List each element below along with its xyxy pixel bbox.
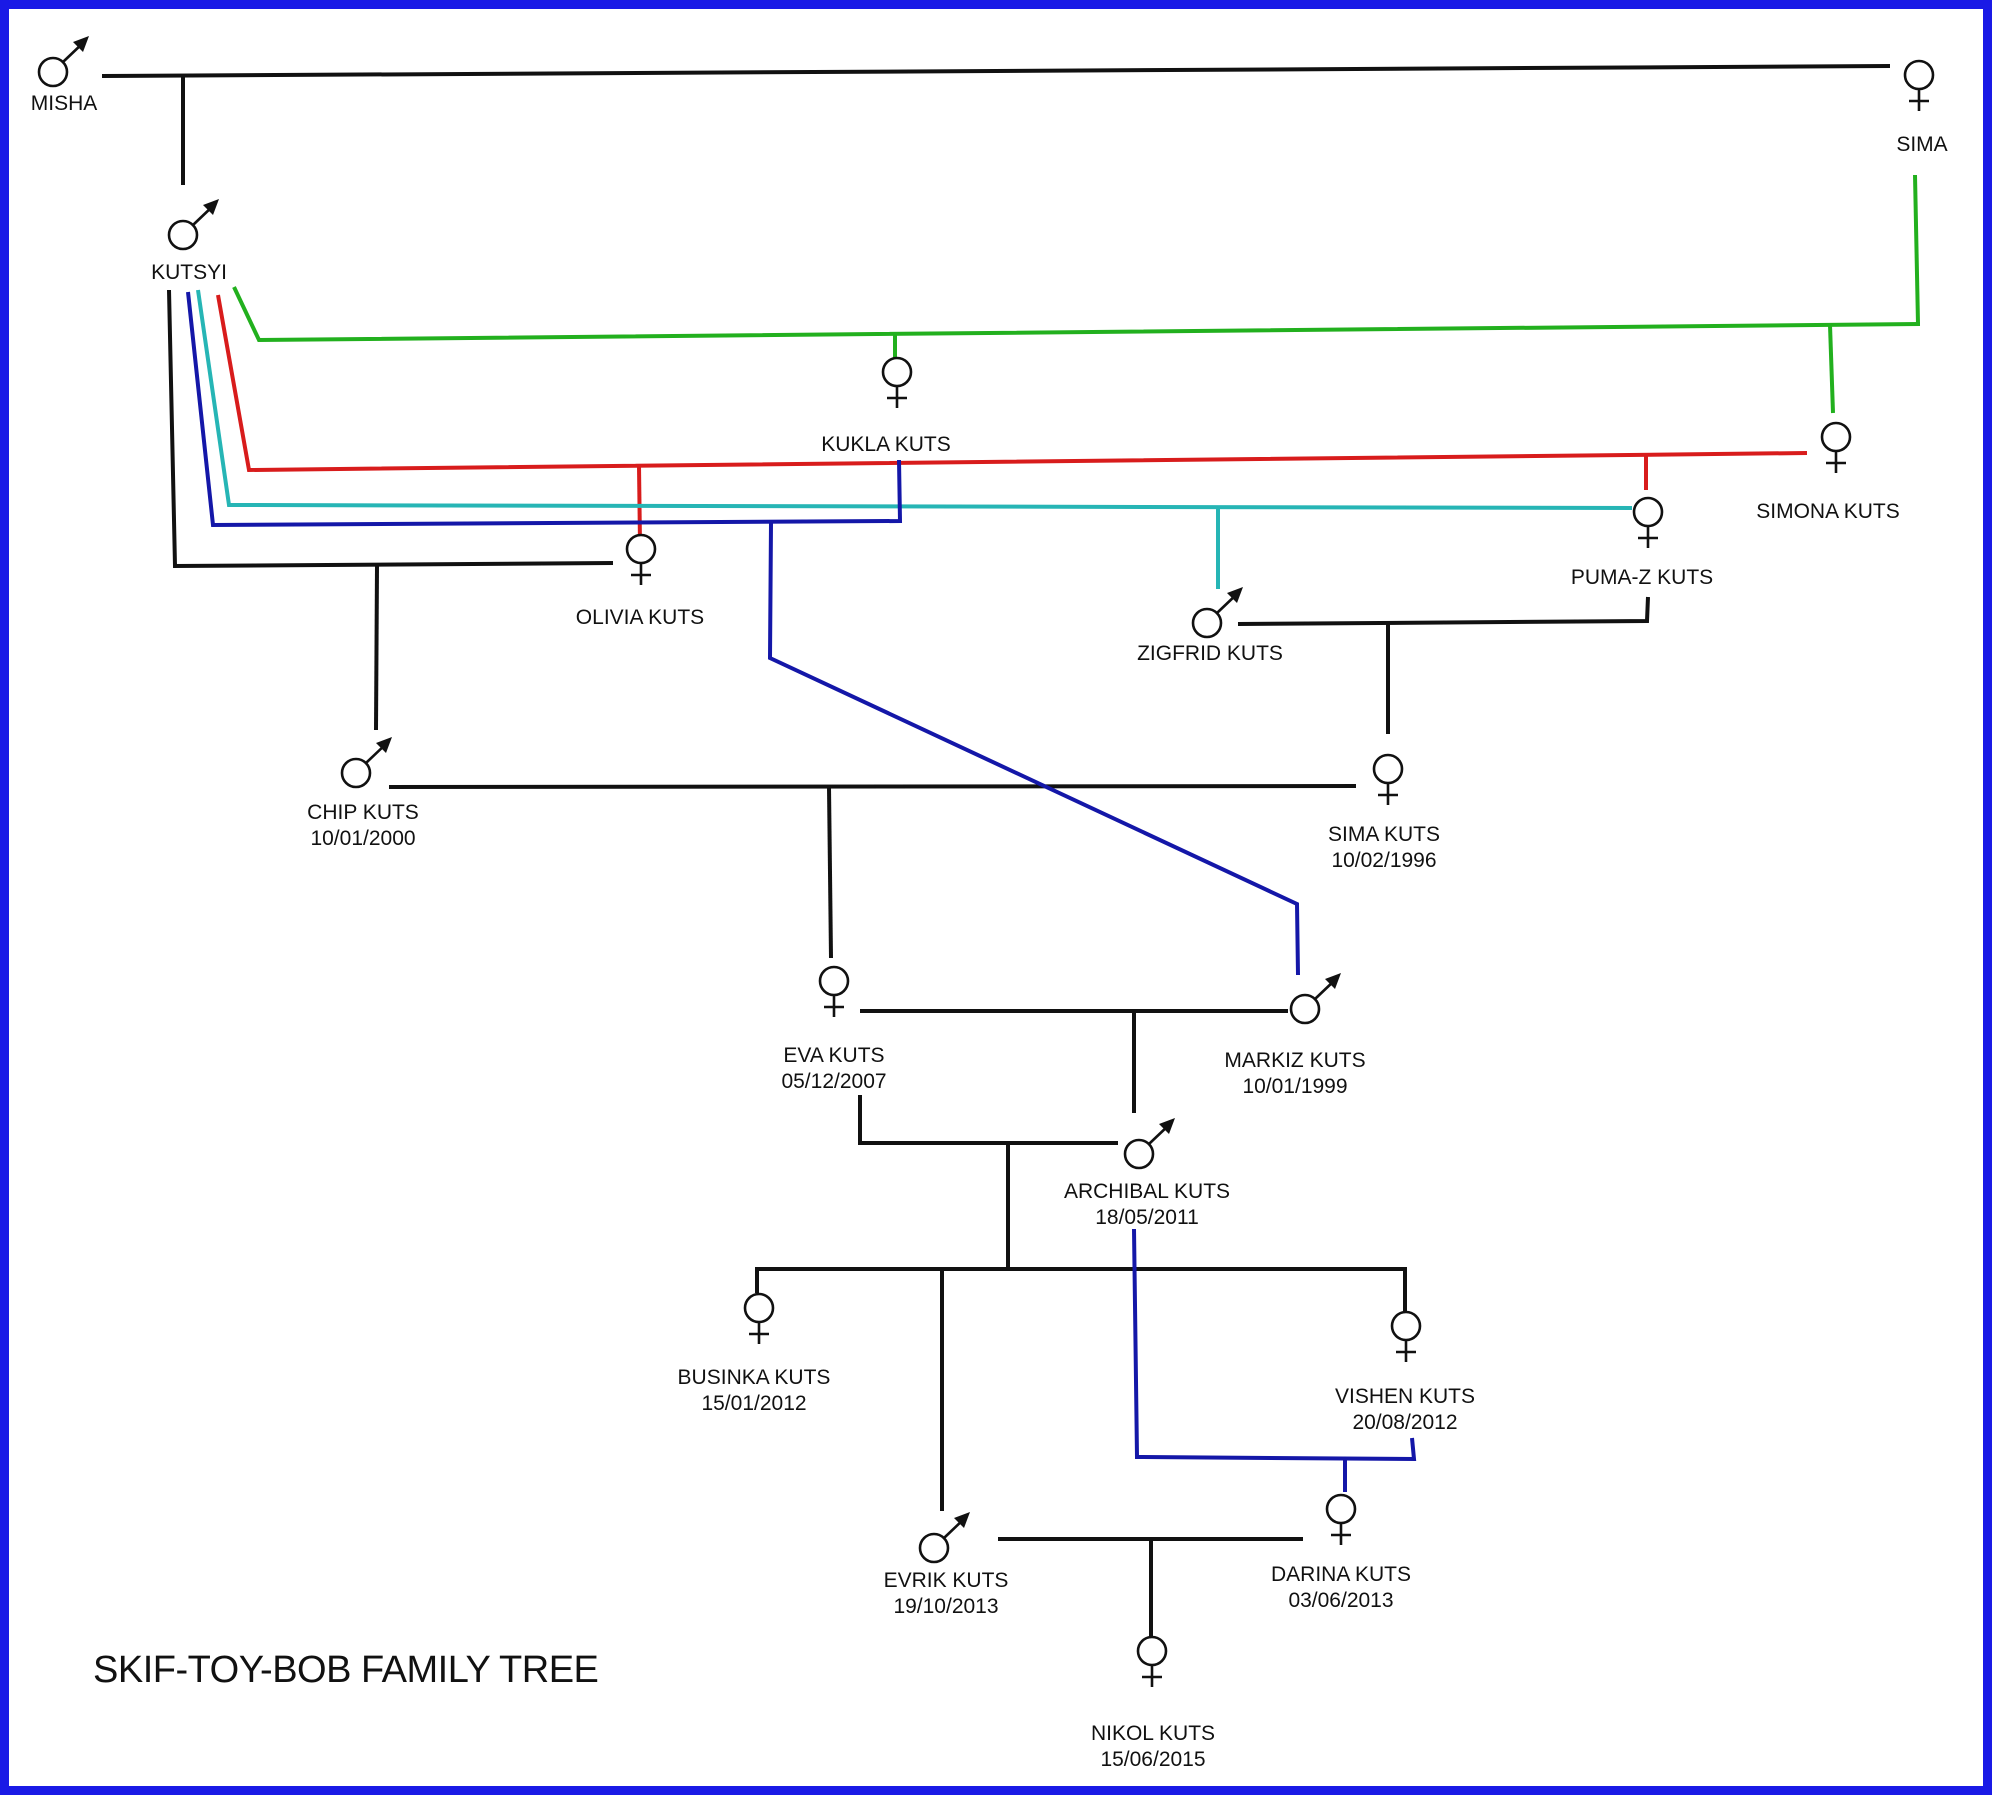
line-chip-simak [388, 784, 1357, 789]
female-symbol-icon-simak [1372, 753, 1404, 805]
female-symbol-icon-businka [743, 1292, 775, 1344]
male-symbol-icon-chip [340, 737, 392, 789]
person-name: ARCHIBAL KUTS [1063, 1180, 1231, 1203]
male-symbol-icon-zigfrid [1191, 587, 1243, 639]
line-red-kutsyi-simona [216, 294, 1808, 473]
diagram-title: SKIF-TOY-BOB FAMILY TREE [93, 1649, 599, 1691]
person-name: MARKIZ KUTS [1224, 1049, 1366, 1072]
connector-lines [101, 64, 1921, 1636]
line-blue-to-markiz [767, 522, 1300, 976]
person-name: BUSINKA KUTS [677, 1366, 831, 1389]
person-label-darina: DARINA KUTS 03/06/2013 [1271, 1562, 1411, 1614]
line-misha-sima [101, 64, 1891, 78]
person-name: KUTSYI [151, 261, 227, 284]
person-label-sima: SIMA [1896, 132, 1947, 158]
person-name: OLIVIA KUTS [575, 606, 705, 629]
person-birth-date: 03/06/2013 [1288, 1589, 1394, 1612]
person-label-businka: BUSINKA KUTS 15/01/2012 [678, 1365, 831, 1417]
person-name: SIMA KUTS [1327, 823, 1441, 846]
person-label-pumaz: PUMA-Z KUTS [1571, 565, 1713, 591]
person-birth-date: 15/01/2012 [701, 1392, 807, 1415]
person-label-markiz: MARKIZ KUTS 10/01/1999 [1224, 1048, 1365, 1100]
person-name: DARINA KUTS [1270, 1563, 1412, 1586]
person-name: MISHA [30, 92, 98, 115]
line-chip-simak-to-eva [827, 786, 833, 959]
person-birth-date: 10/01/2000 [310, 827, 416, 850]
person-label-olivia: OLIVIA KUTS [576, 605, 704, 631]
line-kutsyi-olivia [167, 289, 614, 569]
male-symbol-icon-evrik [918, 1512, 970, 1564]
line-kutsyi-olivia-to-chip [374, 565, 379, 731]
person-label-eva: EVA KUTS 05/12/2007 [781, 1043, 886, 1095]
person-label-simona: SIMONA KUTS [1756, 499, 1900, 525]
male-symbol-icon-archibal [1123, 1118, 1175, 1170]
line-siblings-bar [755, 1267, 1407, 1312]
person-name: NIKOL KUTS [1090, 1722, 1216, 1745]
person-birth-date: 18/05/2011 [1095, 1206, 1199, 1229]
female-symbol-icon-olivia [625, 533, 657, 585]
line-cyan-kutsyi-pumaz [196, 289, 1633, 510]
person-label-simak: SIMA KUTS 10/02/1996 [1328, 822, 1440, 874]
person-label-vishen: VISHEN KUTS 20/08/2012 [1335, 1384, 1475, 1436]
person-name: EVA KUTS [783, 1044, 885, 1067]
person-name: SIMONA KUTS [1756, 500, 1900, 523]
person-birth-date: 15/06/2015 [1100, 1748, 1206, 1771]
person-birth-date: 10/01/1999 [1242, 1075, 1348, 1098]
line-blue-kutsyi-kukla [186, 291, 903, 528]
female-symbol-icon-nikol [1136, 1635, 1168, 1687]
female-symbol-icon-sima [1903, 59, 1935, 111]
line-eva-archibal [858, 1095, 1118, 1145]
person-birth-date: 19/10/2013 [893, 1595, 999, 1618]
person-birth-date: 10/02/1996 [1331, 849, 1437, 872]
line-green-sima-down [1913, 174, 1920, 325]
person-name: EVRIK KUTS [883, 1569, 1009, 1592]
female-symbol-icon-vishen [1390, 1310, 1422, 1362]
person-label-kutsyi: KUTSYI [151, 260, 227, 286]
line-green-to-simona [1828, 324, 1835, 414]
person-birth-date: 05/12/2007 [781, 1070, 887, 1093]
person-name: SIMA [1896, 133, 1948, 156]
male-symbol-icon-markiz [1289, 973, 1341, 1025]
female-symbol-icon-kukla [881, 356, 913, 408]
person-label-chip: CHIP KUTS 10/01/2000 [307, 800, 419, 852]
male-symbol-icon-kutsyi [167, 199, 219, 251]
female-symbol-icon-eva [818, 965, 850, 1017]
person-label-misha: MISHA [31, 91, 98, 117]
line-green-kutsyi-sima [232, 286, 1921, 343]
person-name: KUKLA KUTS [821, 433, 951, 456]
person-label-zigfrid: ZIGFRID KUTS [1137, 641, 1283, 667]
person-label-kukla: KUKLA KUTS [821, 432, 951, 458]
person-name: VISHEN KUTS [1334, 1385, 1476, 1408]
female-symbol-icon-darina [1325, 1493, 1357, 1545]
line-zigfrid-pumaz [1237, 596, 1650, 626]
person-name: ZIGFRID KUTS [1137, 642, 1283, 665]
person-birth-date: 20/08/2012 [1352, 1411, 1458, 1434]
female-symbol-icon-pumaz [1632, 496, 1664, 548]
female-symbol-icon-simona [1820, 421, 1852, 473]
person-label-nikol: NIKOL KUTS 15/06/2015 [1091, 1721, 1215, 1773]
person-name: CHIP KUTS [307, 801, 419, 824]
line-blue-archibal-darina [1132, 1228, 1417, 1462]
person-label-evrik: EVRIK KUTS 19/10/2013 [884, 1568, 1009, 1620]
person-name: PUMA-Z KUTS [1570, 566, 1714, 589]
person-label-archibal: ARCHIBAL KUTS 18/05/2011 [1064, 1179, 1230, 1231]
male-symbol-icon-misha [37, 36, 89, 88]
